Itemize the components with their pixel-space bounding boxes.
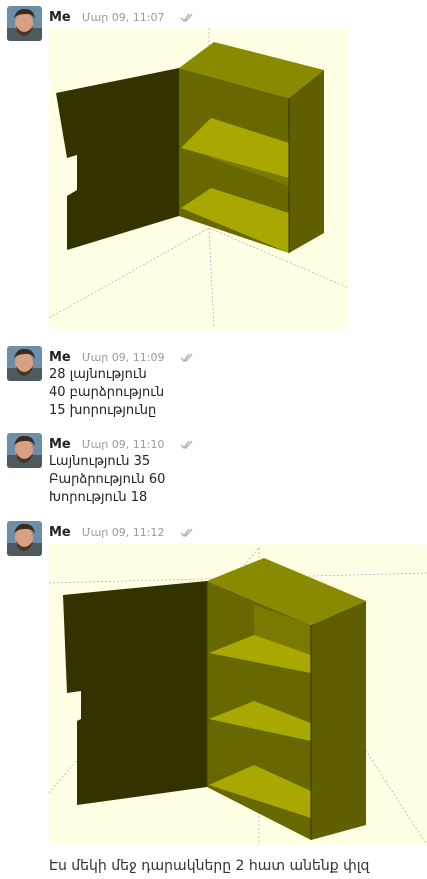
message-line: Խորություն 18 bbox=[49, 490, 148, 505]
avatar[interactable] bbox=[7, 346, 42, 381]
message-text: 28 լայնություն 40 բարձրություն 15 խորութ… bbox=[49, 366, 164, 420]
read-check-icon bbox=[180, 7, 193, 26]
message-time: Մար 09, 11:12 bbox=[81, 526, 165, 539]
message-text: Էս մեկի մեջ դարակները 2 հատ անենք փլզ bbox=[49, 858, 370, 874]
message-line: Լայնություն 35 bbox=[49, 454, 151, 469]
message-text: Լայնություն 35 Բարձրություն 60 Խորությու… bbox=[49, 453, 165, 507]
avatar[interactable] bbox=[7, 6, 42, 41]
message-line: 15 խորությունը bbox=[49, 403, 157, 418]
message-line: 28 լայնություն bbox=[49, 367, 147, 382]
message-time: Մար 09, 11:09 bbox=[81, 351, 165, 364]
model-render-image[interactable] bbox=[49, 28, 349, 330]
message-time: Մար 09, 11:07 bbox=[81, 11, 165, 24]
read-check-icon bbox=[180, 522, 193, 541]
author-name[interactable]: Me bbox=[49, 350, 71, 365]
read-check-icon bbox=[180, 347, 193, 366]
read-check-icon bbox=[180, 434, 193, 453]
author-name[interactable]: Me bbox=[49, 10, 71, 25]
author-name[interactable]: Me bbox=[49, 437, 71, 452]
author-name[interactable]: Me bbox=[49, 525, 71, 540]
message-line: Բարձրություն 60 bbox=[49, 472, 166, 487]
model-render-image[interactable] bbox=[49, 543, 427, 845]
avatar[interactable] bbox=[7, 521, 42, 556]
avatar[interactable] bbox=[7, 433, 42, 468]
message-line: 40 բարձրություն bbox=[49, 385, 165, 400]
message-time: Մար 09, 11:10 bbox=[81, 438, 165, 451]
